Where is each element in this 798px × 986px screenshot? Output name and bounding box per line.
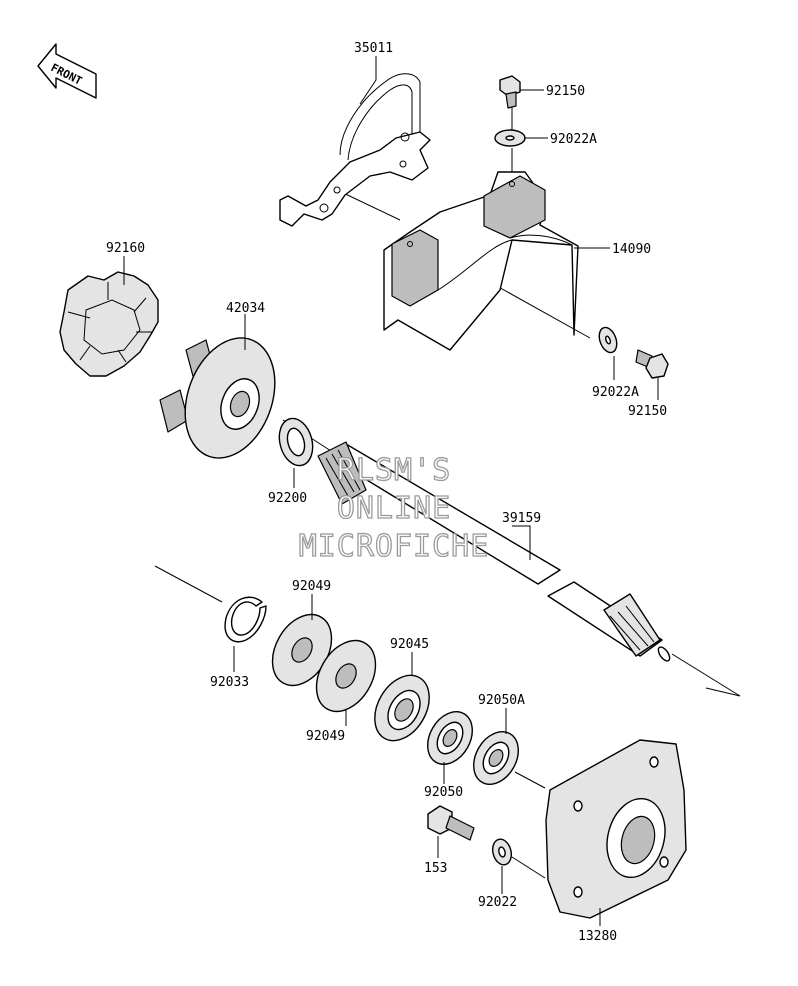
label-39159: 39159: [502, 511, 541, 526]
label-92022A-bottom: 92022A: [592, 385, 639, 400]
label-14090: 14090: [612, 242, 651, 257]
bolt-153: [427, 805, 475, 841]
bolt-92150-bottom: [635, 349, 669, 379]
label-92045: 92045: [390, 637, 429, 652]
circlip-92033: [224, 596, 267, 643]
washer-92049-top: [271, 613, 333, 687]
label-92150-top: 92150: [546, 84, 585, 99]
bracket-35011: [279, 73, 431, 227]
drive-shaft-39159: [317, 441, 671, 662]
label-92049-top: 92049: [292, 579, 331, 594]
washer-92049-bottom: [315, 639, 377, 713]
washer-92200: [278, 417, 314, 467]
cover-14090: [383, 171, 579, 351]
damper-92160: [59, 271, 159, 377]
label-153: 153: [424, 861, 447, 876]
bearing-92045: [374, 674, 430, 742]
label-13280: 13280: [578, 929, 617, 944]
label-92200: 92200: [268, 491, 307, 506]
coupling-42034: [159, 337, 276, 459]
label-92033: 92033: [210, 675, 249, 690]
label-92160: 92160: [106, 241, 145, 256]
watermark: RLSM'S ONLINE MICROFICHE: [298, 452, 490, 564]
housing-13280: [545, 739, 687, 919]
label-92022A-top: 92022A: [550, 132, 597, 147]
label-92150-bottom: 92150: [628, 404, 667, 419]
label-42034: 42034: [226, 301, 265, 316]
washer-92022: [491, 838, 513, 866]
label-92050A: 92050A: [478, 693, 525, 708]
bolt-92150-top: [499, 75, 521, 109]
seal-92050A: [473, 731, 519, 785]
part-labels: 35011 92150 92022A 14090 92160 42034 920…: [106, 41, 667, 944]
label-92050: 92050: [424, 785, 463, 800]
watermark-line-2: ONLINE: [337, 491, 451, 526]
label-92022: 92022: [478, 895, 517, 910]
watermark-line-3: MICROFICHE: [299, 529, 490, 564]
label-35011: 35011: [354, 41, 393, 56]
leader-lines: [123, 56, 659, 926]
label-92049-bottom: 92049: [306, 729, 345, 744]
seal-92050: [427, 711, 473, 765]
washer-92022A-bottom: [598, 326, 618, 354]
watermark-line-1: RLSM'S: [337, 453, 451, 488]
washer-92022A-top: [494, 129, 526, 147]
front-arrow-badge: FRONT: [37, 43, 97, 99]
